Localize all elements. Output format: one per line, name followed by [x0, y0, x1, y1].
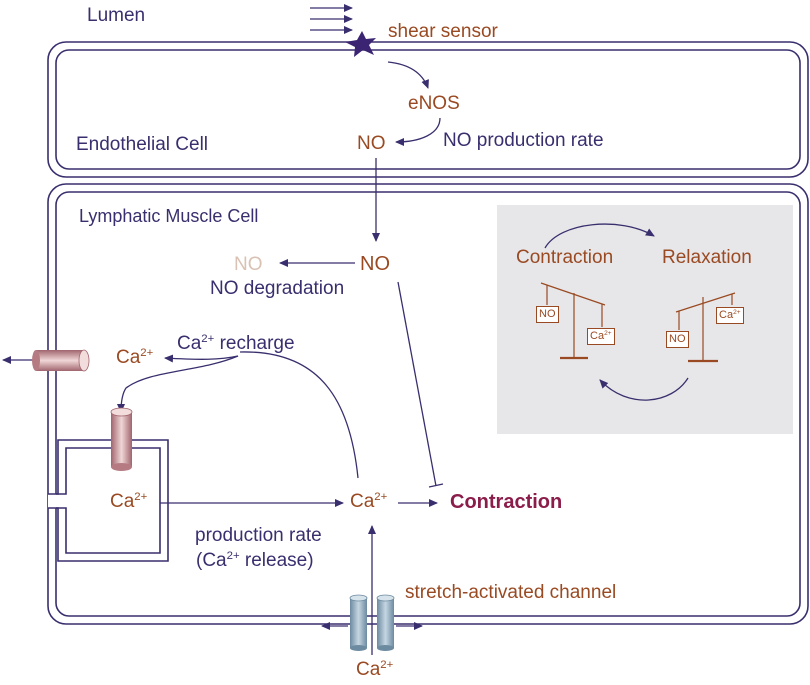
no-degradation-label: NO degradation [210, 278, 345, 299]
sarcoplasmic-reticulum [48, 439, 169, 562]
lumen-label: Lumen [87, 5, 146, 26]
right-balance-no-box: NO [666, 331, 689, 348]
no-degraded-label: NO [234, 254, 263, 275]
lymphatic-muscle-cell-label: Lymphatic Muscle Cell [79, 206, 259, 226]
shear-sensor-label: shear sensor [388, 21, 498, 42]
flow-arrows [310, 4, 353, 34]
muscle-cell-membrane [47, 183, 809, 625]
production-rate-label: production rate [195, 525, 322, 546]
endothelial-cell-membrane [47, 41, 809, 178]
contraction-label: Contraction [450, 491, 563, 513]
left-balance-no-box: NO [536, 306, 559, 323]
pathway-arrows [2, 61, 689, 655]
enos-label: eNOS [408, 93, 460, 114]
ca-bottom-label: Ca2+ [356, 659, 394, 680]
ca-cytosol-label: Ca2+ [350, 491, 388, 512]
stretch-activated-channel-label: stretch-activated channel [405, 582, 617, 603]
ca-outside-label: Ca2+ [116, 347, 154, 368]
inset-contraction-label: Contraction [516, 247, 614, 268]
stretch-activated-channel-icon [349, 594, 395, 651]
right-balance-ca-box: Ca2+ [716, 307, 744, 324]
ca-efflux-channel [32, 349, 90, 372]
balance-relaxation [675, 292, 736, 363]
no-production-rate-label: NO production rate [443, 130, 604, 151]
no-muscle-label: NO [360, 253, 390, 275]
no-endothelial-label: NO [357, 133, 386, 154]
ca-recharge-label: Ca2+ recharge [177, 333, 295, 354]
inset-relaxation-label: Relaxation [662, 247, 752, 268]
endothelial-cell-label: Endothelial Cell [76, 134, 209, 155]
balance-contraction [540, 282, 606, 360]
shear-sensor-icon [345, 31, 376, 57]
sr-uptake-channel [110, 407, 133, 471]
ca-store-label: Ca2+ [110, 491, 148, 512]
left-balance-ca-box: Ca2+ [587, 328, 615, 345]
ca-release-label: (Ca2+ release) [196, 550, 314, 571]
